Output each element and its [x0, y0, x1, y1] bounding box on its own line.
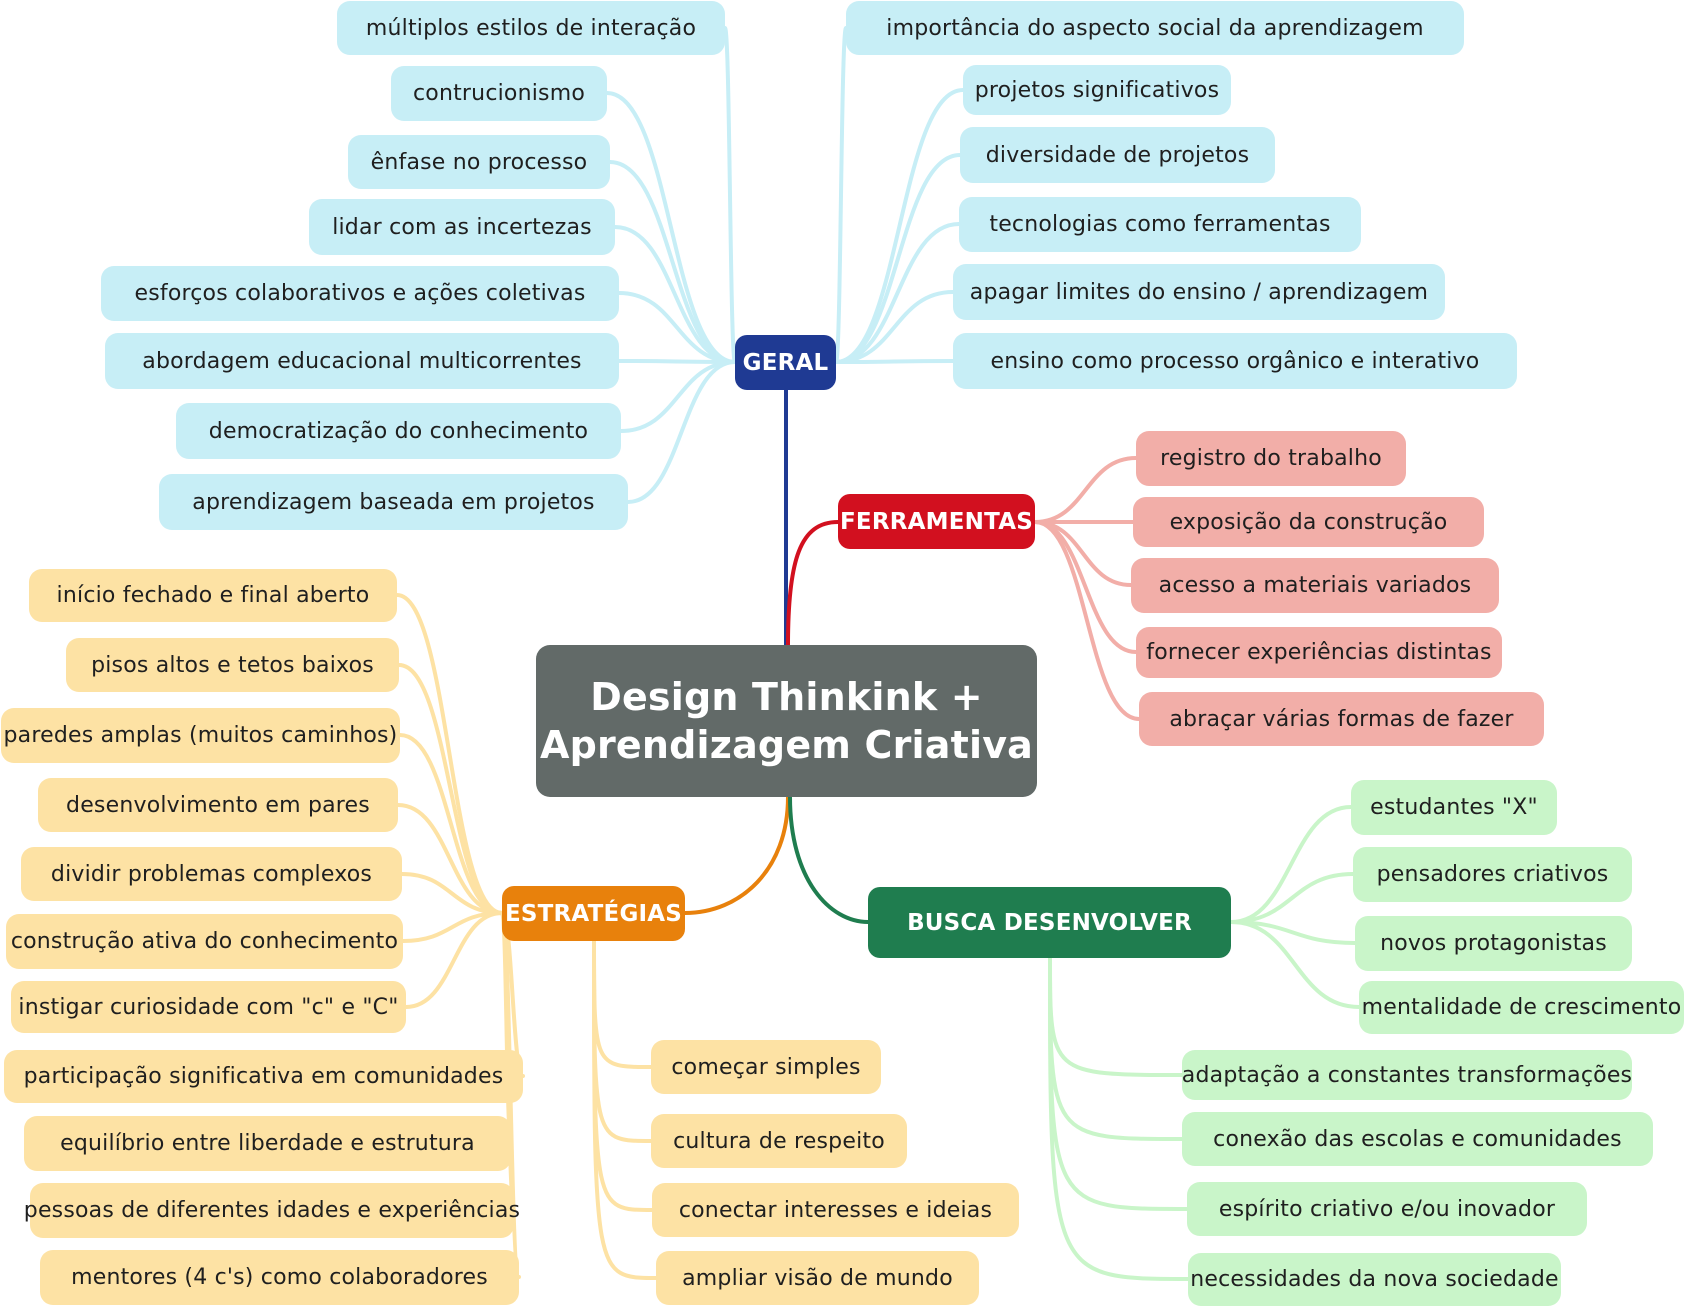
estrategias-right-item[interactable]: ampliar visão de mundo [656, 1251, 979, 1305]
geral-left-connector [617, 291, 737, 364]
geral-right-item[interactable]: ensino como processo orgânico e interati… [953, 333, 1517, 389]
busca-lower-connector [1048, 956, 1184, 1077]
busca-upper-connector [1229, 805, 1353, 924]
central-topic[interactable]: Design Thinkink + Aprendizagem Criativa [536, 645, 1037, 797]
estrategias-left-item[interactable]: pessoas de diferentes idades e experiênc… [24, 1183, 520, 1238]
branch-busca-desenvolver[interactable]: BUSCA DESENVOLVER [868, 887, 1231, 958]
estrategias-left-item[interactable]: paredes amplas (muitos caminhos) [1, 708, 400, 763]
busca-item[interactable]: adaptação a constantes transformações [1182, 1050, 1632, 1100]
geral-right-connector [834, 359, 955, 364]
geral-left-item[interactable]: ênfase no processo [348, 135, 610, 189]
ferramentas-connector [1033, 520, 1141, 721]
geral-left-item[interactable]: contrucionismo [391, 66, 607, 121]
geral-left-item[interactable]: abordagem educacional multicorrentes [105, 333, 619, 389]
estrategias-right-connector [592, 939, 654, 1212]
busca-lower-connector [1048, 956, 1189, 1211]
busca-lower-connector [1048, 956, 1184, 1141]
busca-item[interactable]: conexão das escolas e comunidades [1182, 1112, 1653, 1166]
busca-item[interactable]: mentalidade de crescimento [1359, 981, 1684, 1034]
estrategias-left-connector [397, 663, 504, 915]
busca-branch-line [788, 796, 869, 924]
geral-left-connector [723, 26, 737, 364]
geral-right-item[interactable]: diversidade de projetos [960, 127, 1275, 183]
estrategias-right-connector [592, 939, 658, 1280]
ferramentas-item[interactable]: fornecer experiências distintas [1136, 627, 1502, 678]
ferramentas-item[interactable]: abraçar várias formas de fazer [1139, 692, 1544, 746]
geral-left-item[interactable]: democratização do conhecimento [176, 403, 621, 459]
estrategias-right-item[interactable]: conectar interesses e ideias [652, 1183, 1019, 1237]
estrategias-left-item[interactable]: início fechado e final aberto [29, 569, 397, 622]
estrategias-left-item[interactable]: participação significativa em comunidade… [4, 1050, 523, 1103]
geral-right-connector [834, 290, 955, 364]
central-topic-line-1: Design Thinkink + [590, 675, 983, 719]
busca-lower-connector [1048, 956, 1190, 1281]
estrategias-right-connector [592, 939, 653, 1143]
busca-item[interactable]: novos protagonistas [1355, 916, 1632, 971]
estrategias-left-item[interactable]: equilíbrio entre liberdade e estrutura [24, 1116, 511, 1171]
geral-right-connector [834, 153, 962, 364]
estrategias-left-connector [401, 911, 504, 943]
ferramentas-connector [1033, 520, 1138, 654]
estrategias-left-item[interactable]: desenvolvimento em pares [38, 778, 398, 832]
ferramentas-item[interactable]: exposição da construção [1133, 497, 1484, 547]
estrategias-left-item[interactable]: pisos altos e tetos baixos [66, 638, 399, 692]
geral-left-item[interactable]: múltiplos estilos de interação [337, 1, 725, 55]
ferramentas-branch-line [786, 520, 839, 646]
geral-right-connector [834, 222, 961, 364]
busca-item[interactable]: espírito criativo e/ou inovador [1187, 1182, 1587, 1236]
busca-item[interactable]: estudantes "X" [1351, 780, 1557, 835]
geral-left-connector [613, 225, 737, 364]
estrategias-left-item[interactable]: mentores (4 c's) como colaboradores [40, 1250, 519, 1305]
estrategias-left-item[interactable]: instigar curiosidade com "c" e "C" [11, 981, 406, 1033]
geral-left-connector [617, 359, 737, 364]
geral-left-connector [605, 91, 737, 364]
branch-geral[interactable]: GERAL [735, 335, 836, 390]
estrategias-right-connector [592, 939, 653, 1069]
ferramentas-item[interactable]: acesso a materiais variados [1131, 558, 1499, 613]
estrategias-left-connector [398, 733, 504, 915]
busca-upper-connector [1229, 920, 1361, 1009]
estrategias-left-connector [396, 803, 504, 915]
estrategias-left-connector [395, 593, 504, 915]
busca-item[interactable]: pensadores criativos [1353, 847, 1632, 902]
geral-left-connector [619, 360, 737, 433]
estrategias-left-connector [400, 872, 504, 915]
ferramentas-connector [1033, 456, 1138, 524]
ferramentas-item[interactable]: registro do trabalho [1136, 431, 1406, 486]
central-topic-line-2: Aprendizagem Criativa [539, 723, 1034, 767]
geral-right-item[interactable]: tecnologias como ferramentas [959, 197, 1361, 252]
estrategias-branch-line [684, 796, 790, 915]
geral-left-connector [608, 160, 737, 364]
busca-item[interactable]: necessidades da nova sociedade [1188, 1253, 1561, 1306]
busca-upper-connector [1229, 872, 1355, 924]
branch-ferramentas[interactable]: FERRAMENTAS [838, 494, 1035, 549]
estrategias-left-connector [404, 911, 504, 1009]
geral-left-item[interactable]: lidar com as incertezas [309, 199, 615, 255]
geral-left-item[interactable]: esforços colaborativos e ações coletivas [101, 266, 619, 321]
estrategias-right-item[interactable]: começar simples [651, 1040, 881, 1094]
geral-left-item[interactable]: aprendizagem baseada em projetos [159, 474, 628, 530]
branch-estrategias[interactable]: ESTRATÉGIAS [502, 886, 685, 941]
estrategias-right-item[interactable]: cultura de respeito [651, 1114, 907, 1168]
estrategias-left-item[interactable]: construção ativa do conhecimento [6, 914, 403, 969]
geral-right-item[interactable]: projetos significativos [963, 65, 1231, 115]
geral-left-connector [626, 360, 737, 504]
geral-right-connector [834, 26, 848, 364]
geral-right-item[interactable]: apagar limites do ensino / aprendizagem [953, 264, 1445, 320]
estrategias-left-item[interactable]: dividir problemas complexos [21, 847, 402, 901]
geral-right-item[interactable]: importância do aspecto social da aprendi… [846, 1, 1464, 55]
